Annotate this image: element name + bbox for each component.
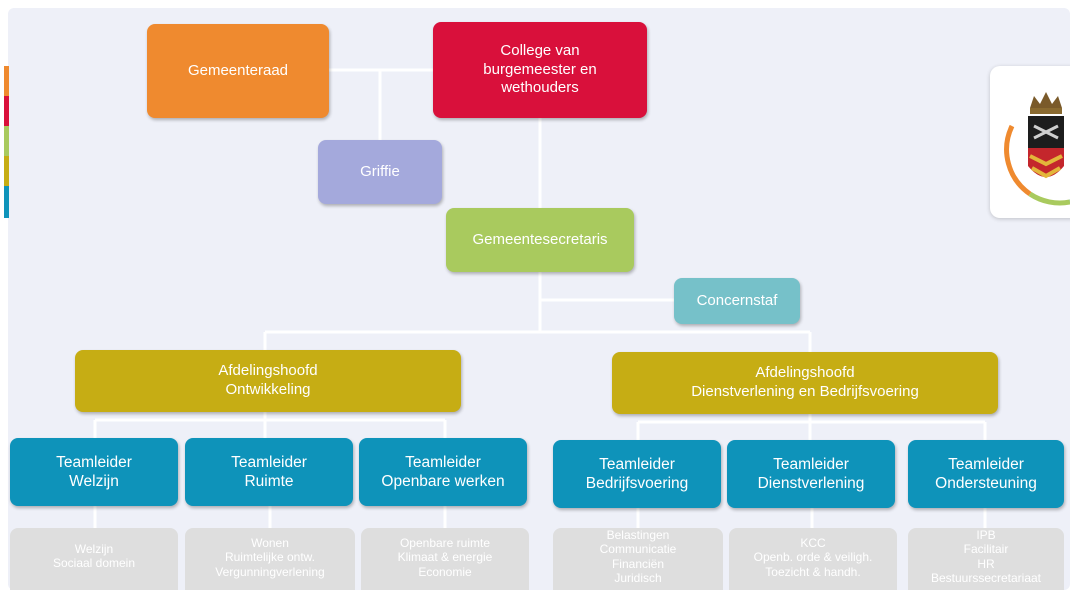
welzijn-tasks-box: Welzijn Sociaal domein — [10, 528, 178, 590]
secretaris-box: Gemeentesecretaris — [446, 208, 634, 272]
municipality-logo — [990, 66, 1070, 218]
afdelingshoofd-ontwikkeling-box: Afdelingshoofd Ontwikkeling — [75, 350, 461, 412]
gemeenteraad-box: Gemeenteraad — [147, 24, 329, 118]
concernstaf-box: Concernstaf — [674, 278, 800, 324]
ondersteuning-tasks-box: IPB Facilitair HR Bestuurssecretariaat — [908, 528, 1064, 590]
accent-stripe-red — [4, 96, 9, 126]
openbare-werken-tasks-box: Openbare ruimte Klimaat & energie Econom… — [361, 528, 529, 590]
teamleider-openbare-werken-box: Teamleider Openbare werken — [359, 438, 527, 506]
accent-stripe-green — [4, 126, 9, 156]
bedrijfsvoering-tasks-box: Belastingen Communicatie Financiën Jurid… — [553, 528, 723, 590]
teamleider-welzijn-box: Teamleider Welzijn — [10, 438, 178, 506]
college-box: College van burgemeester en wethouders — [433, 22, 647, 118]
municipal-coat-of-arms-icon — [1004, 92, 1070, 206]
ruimte-tasks-box: Wonen Ruimtelijke ontw. Vergunningverlen… — [185, 528, 355, 590]
accent-stripe-gold — [4, 156, 9, 186]
accent-stripe-blue — [4, 186, 9, 218]
teamleider-ondersteuning-box: Teamleider Ondersteuning — [908, 440, 1064, 508]
dienstverlening-tasks-box: KCC Openb. orde & veiligh. Toezicht & ha… — [729, 528, 897, 590]
teamleider-dienstverlening-box: Teamleider Dienstverlening — [727, 440, 895, 508]
teamleider-bedrijfsvoering-box: Teamleider Bedrijfsvoering — [553, 440, 721, 508]
griffie-box: Griffie — [318, 140, 442, 204]
afdelingshoofd-dienstverlening-box: Afdelingshoofd Dienstverlening en Bedrij… — [612, 352, 998, 414]
teamleider-ruimte-box: Teamleider Ruimte — [185, 438, 353, 506]
accent-stripe-orange — [4, 66, 9, 96]
